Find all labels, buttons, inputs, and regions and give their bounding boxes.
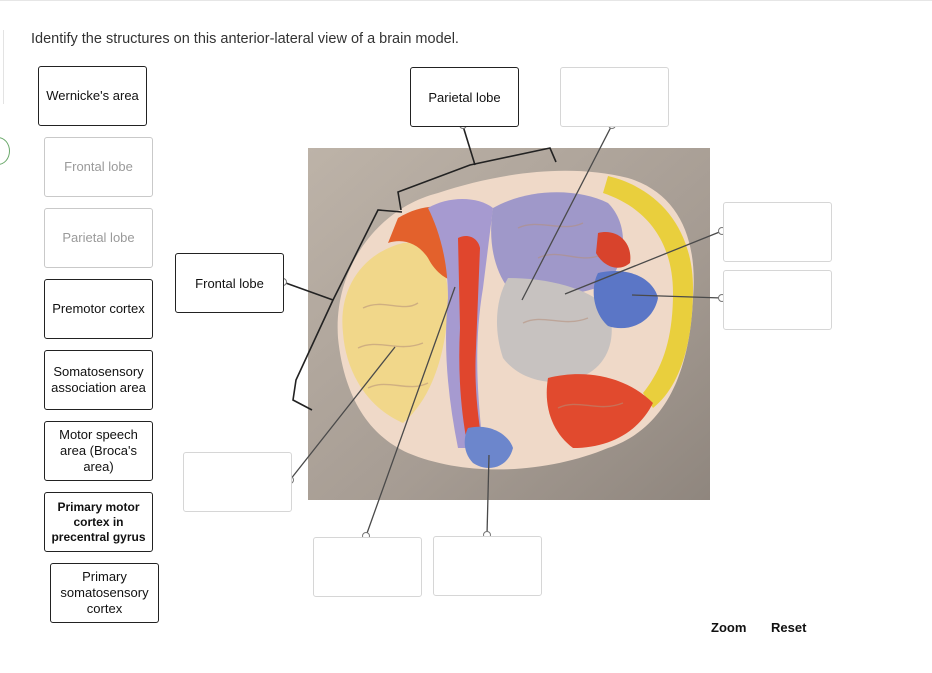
label-frontal-lobe[interactable]: Frontal lobe bbox=[44, 137, 153, 197]
label-premotor-cortex[interactable]: Premotor cortex bbox=[44, 279, 153, 339]
label-brocas-area[interactable]: Motor speech area (Broca's area) bbox=[44, 421, 153, 481]
top-divider bbox=[0, 0, 932, 1]
label-somatosensory-association-area[interactable]: Somatosensory association area bbox=[44, 350, 153, 410]
label-primary-motor-cortex[interactable]: Primary motor cortex in precentral gyrus bbox=[44, 492, 153, 552]
zoom-button[interactable]: Zoom bbox=[711, 620, 747, 635]
question-instruction: Identify the structures on this anterior… bbox=[31, 31, 459, 47]
status-circle-icon bbox=[0, 137, 10, 165]
label-wernickes-area[interactable]: Wernicke's area bbox=[38, 66, 147, 126]
label-primary-somatosensory-cortex[interactable]: Primary somatosensory cortex bbox=[50, 563, 159, 623]
brain-model-image bbox=[308, 148, 710, 500]
reset-button[interactable]: Reset bbox=[771, 620, 807, 635]
drop-target-left-middle[interactable]: Frontal lobe bbox=[175, 253, 284, 313]
drop-target-bottom-left[interactable] bbox=[313, 537, 422, 597]
drop-target-bottom-right[interactable] bbox=[433, 536, 542, 596]
drop-target-top-center[interactable]: Parietal lobe bbox=[410, 67, 519, 127]
drop-target-top-right[interactable] bbox=[560, 67, 669, 127]
drop-target-left-lower[interactable] bbox=[183, 452, 292, 512]
drop-target-right-lower[interactable] bbox=[723, 270, 832, 330]
left-edge-panel bbox=[0, 30, 4, 104]
drop-target-right-upper[interactable] bbox=[723, 202, 832, 262]
label-parietal-lobe[interactable]: Parietal lobe bbox=[44, 208, 153, 268]
